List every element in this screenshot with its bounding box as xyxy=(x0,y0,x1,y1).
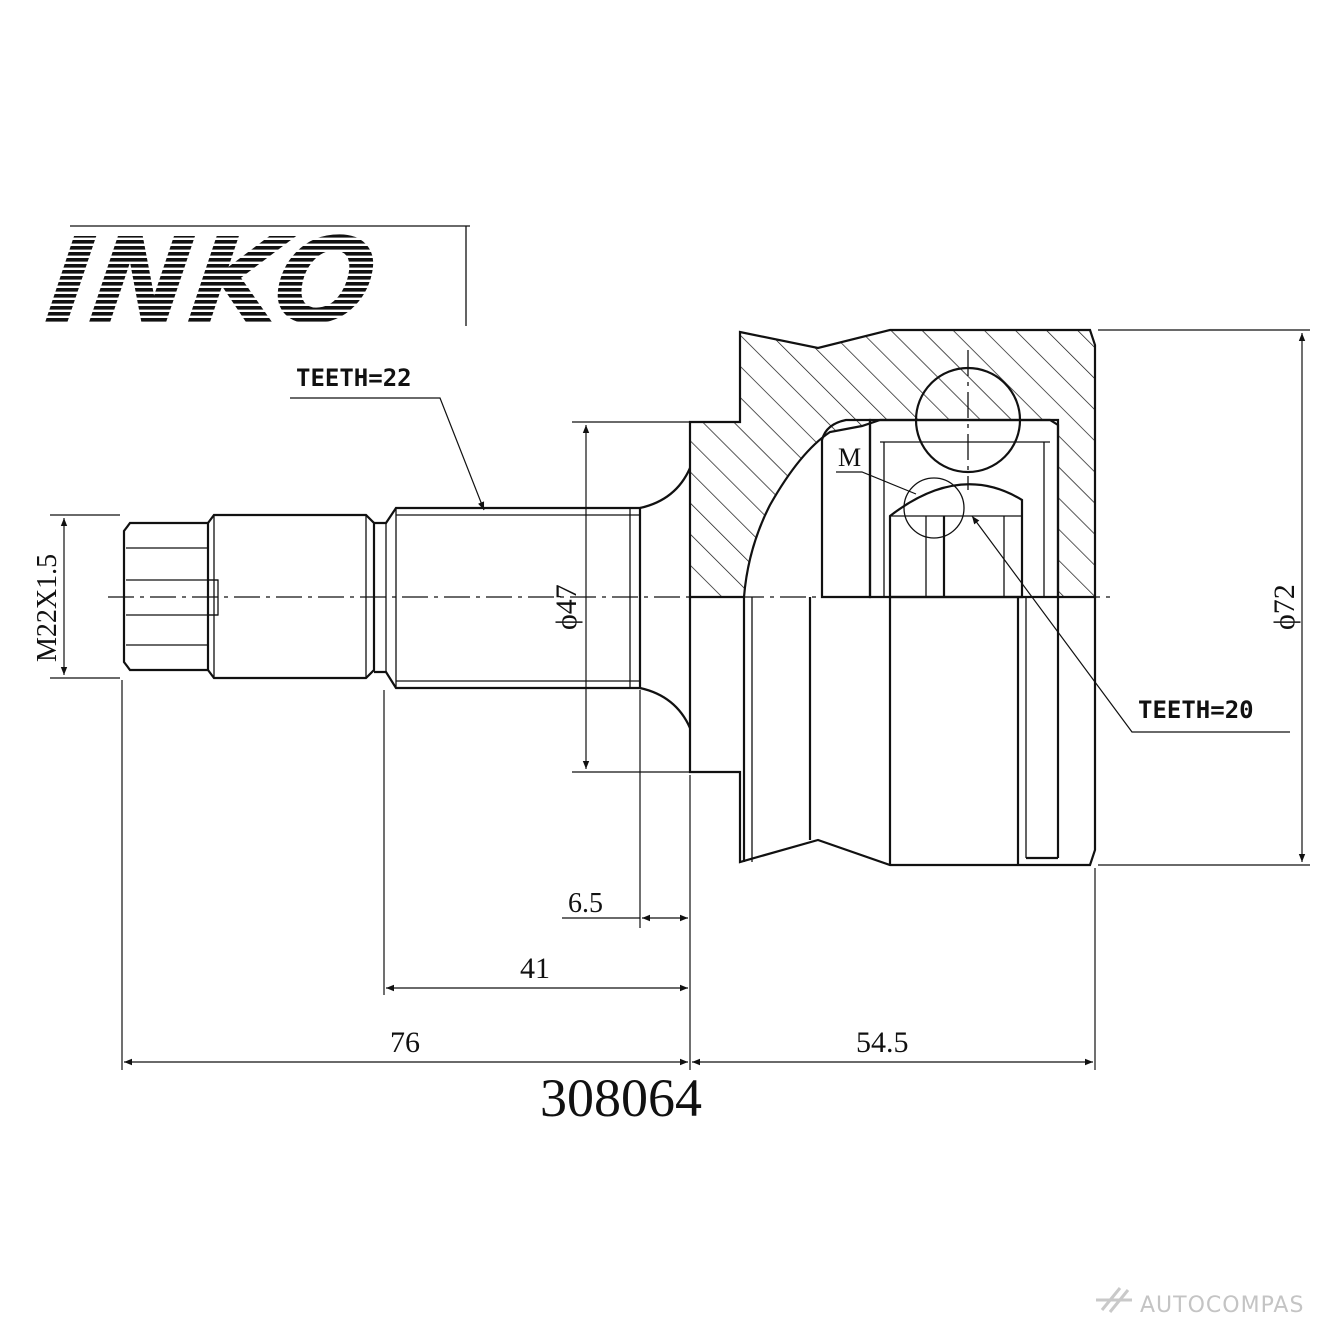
teeth-20-callout: TEETH=20 xyxy=(971,515,1290,733)
dim-41-label: 41 xyxy=(520,952,550,985)
stub-shaft xyxy=(122,467,692,729)
teeth-22-label: TEETH=22 xyxy=(296,364,412,392)
brand-logo: INKO xyxy=(39,213,470,350)
dimension-thread: M22X1.5 xyxy=(32,514,120,679)
teeth-22-callout: TEETH=22 xyxy=(290,364,485,511)
extension-lines xyxy=(121,680,1096,1070)
teeth-20-label: TEETH=20 xyxy=(1138,696,1254,724)
dim-6-5-label: 6.5 xyxy=(568,888,603,919)
dim-76-label: 76 xyxy=(390,1026,420,1059)
diameter-47-label: ϕ47 xyxy=(550,584,583,630)
dimension-54-5: 54.5 xyxy=(692,1026,1093,1066)
part-number: 308064 xyxy=(540,1068,702,1128)
diameter-72-label: ϕ72 xyxy=(1268,584,1301,630)
watermark: AUTOCOMPAS xyxy=(1096,1287,1304,1318)
watermark-icon xyxy=(1096,1287,1132,1313)
dim-54-5-label: 54.5 xyxy=(856,1026,909,1059)
dimension-diameter-72: ϕ72 xyxy=(1098,329,1310,866)
logo-text: INKO xyxy=(39,213,385,350)
m-marker-label: M xyxy=(838,443,861,472)
dimension-6-5: 6.5 xyxy=(562,888,688,922)
outer-housing-outline xyxy=(688,597,1097,867)
m-marker-callout: M xyxy=(836,443,917,495)
dimension-41: 41 xyxy=(386,952,688,992)
thread-label: M22X1.5 xyxy=(32,554,63,662)
dimension-diameter-47: ϕ47 xyxy=(550,421,690,773)
dimension-76: 76 xyxy=(124,1026,688,1066)
watermark-text: AUTOCOMPAS xyxy=(1140,1293,1304,1318)
outer-housing-section xyxy=(688,328,1097,599)
